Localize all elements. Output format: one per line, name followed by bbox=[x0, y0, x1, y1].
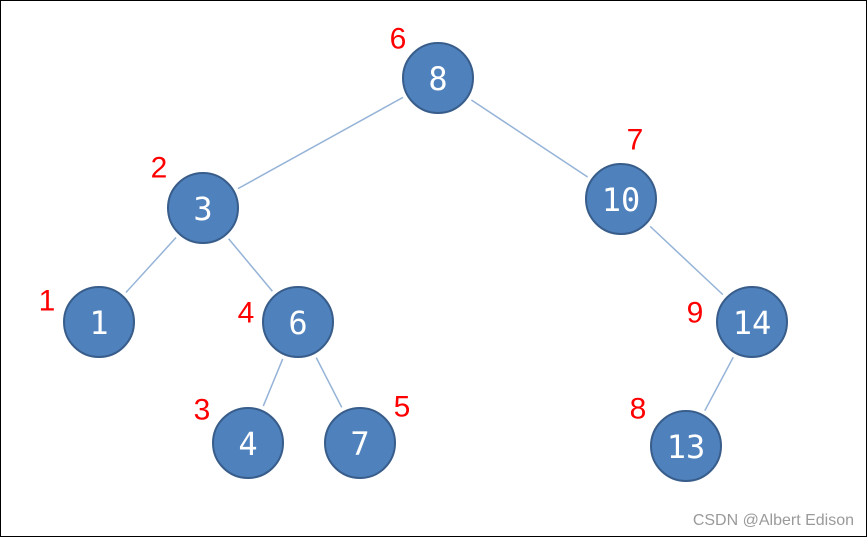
order-label-10: 7 bbox=[627, 124, 644, 157]
order-label-1: 1 bbox=[39, 285, 56, 318]
node-value: 13 bbox=[667, 428, 706, 466]
node-value: 4 bbox=[238, 425, 257, 463]
node-circle bbox=[262, 286, 334, 358]
tree-node-7: 7 bbox=[324, 407, 396, 479]
node-circle bbox=[402, 42, 474, 114]
nodes-layer: 8 3 10 1 6 14 4 7 13 bbox=[63, 42, 788, 482]
node-circle bbox=[63, 286, 135, 358]
order-label-8: 6 bbox=[390, 23, 407, 56]
order-labels-layer: 6 2 7 1 4 9 3 5 8 bbox=[39, 23, 704, 427]
order-label-6: 4 bbox=[238, 297, 255, 330]
node-value: 3 bbox=[193, 190, 212, 228]
edge-8-3 bbox=[237, 96, 404, 190]
node-circle bbox=[324, 407, 396, 479]
edge-10-14 bbox=[649, 225, 724, 296]
edge-3-1 bbox=[125, 237, 177, 293]
order-label-3: 2 bbox=[151, 152, 168, 185]
node-value: 6 bbox=[288, 304, 307, 342]
order-label-4: 3 bbox=[194, 394, 211, 427]
node-value: 7 bbox=[350, 425, 369, 463]
watermark: CSDN @Albert Edison bbox=[692, 512, 854, 529]
tree-node-6: 6 bbox=[262, 286, 334, 358]
order-label-14: 9 bbox=[687, 297, 704, 330]
edge-8-10 bbox=[470, 99, 589, 178]
node-value: 1 bbox=[89, 304, 108, 342]
order-label-7: 5 bbox=[394, 391, 411, 424]
node-value: 8 bbox=[428, 60, 447, 98]
tree-node-3: 3 bbox=[167, 172, 239, 244]
tree-node-13: 13 bbox=[650, 410, 722, 482]
edge-3-6 bbox=[228, 238, 273, 292]
node-circle bbox=[716, 286, 788, 358]
edge-14-13 bbox=[704, 356, 734, 412]
tree-node-10: 10 bbox=[585, 163, 657, 235]
node-value: 14 bbox=[733, 304, 772, 342]
node-circle bbox=[212, 407, 284, 479]
node-value: 10 bbox=[602, 181, 641, 219]
edge-6-7 bbox=[315, 357, 343, 408]
tree-node-1: 1 bbox=[63, 286, 135, 358]
node-circle bbox=[167, 172, 239, 244]
order-label-13: 8 bbox=[630, 393, 647, 426]
node-circle bbox=[650, 410, 722, 482]
edge-6-4 bbox=[262, 358, 284, 407]
tree-node-4: 4 bbox=[212, 407, 284, 479]
edges-layer bbox=[125, 96, 734, 412]
tree-node-14: 14 bbox=[716, 286, 788, 358]
tree-node-8: 8 bbox=[402, 42, 474, 114]
node-circle bbox=[585, 163, 657, 235]
